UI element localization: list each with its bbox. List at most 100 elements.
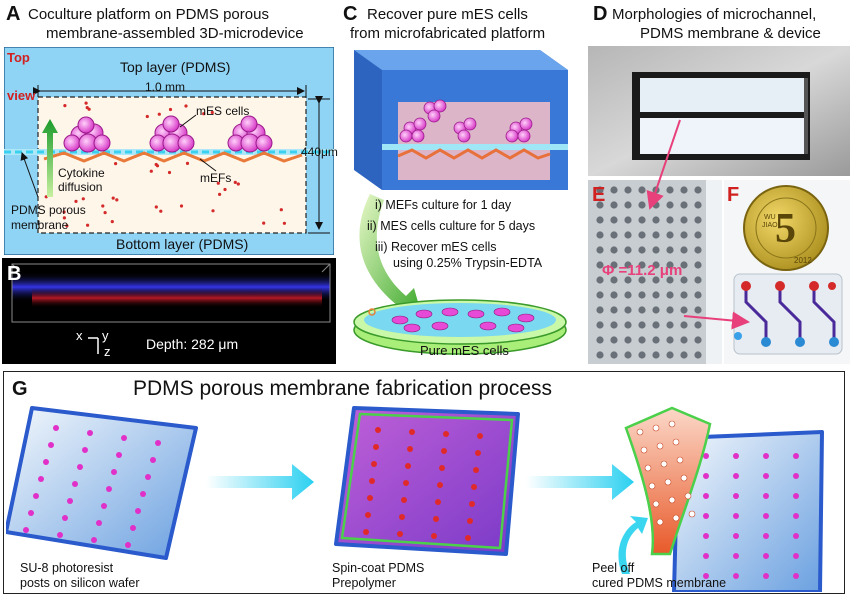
membrane-pore (610, 201, 618, 209)
axis-y-label: y (102, 328, 109, 343)
membrane-pore (694, 261, 702, 269)
membrane-pore (684, 492, 692, 500)
membrane-pore (680, 291, 688, 299)
photoresist-post (733, 513, 739, 519)
photoresist-post (763, 553, 769, 559)
pdms-post (363, 529, 369, 535)
membrane-pore (624, 216, 632, 224)
membrane-pore (638, 216, 646, 224)
mes-cells-label: mES cells (196, 104, 250, 118)
membrane-pore (610, 261, 618, 269)
panel-d-microchannel-photo (588, 46, 850, 176)
membrane-pore (596, 216, 604, 224)
membrane-pore (652, 321, 660, 329)
panel-d-title-line1: Morphologies of microchannel, (612, 6, 817, 23)
membrane-pore (638, 201, 646, 209)
panel-a-letter: A (6, 3, 21, 25)
panel-a-coculture-diagram (4, 47, 334, 255)
photoresist-post (703, 553, 709, 559)
cytokine-particle (184, 104, 188, 108)
membrane-pore (610, 336, 618, 344)
photoresist-post (793, 513, 799, 519)
cytokine-particle (65, 224, 69, 228)
membrane-pore (666, 186, 674, 194)
cytokine-particle (168, 107, 173, 112)
pdms-post (403, 480, 409, 486)
membrane-pore (636, 428, 644, 436)
coin-year: 2012 (794, 256, 812, 265)
photoresist-post (96, 520, 102, 526)
mes-cell-cluster-2 (149, 115, 195, 153)
membrane-pore (680, 246, 688, 254)
cytokine-particle (62, 216, 66, 220)
cytokine-particle (62, 210, 66, 214)
membrane-pore (652, 186, 660, 194)
photoresist-post (733, 573, 739, 579)
cytokine-particle (149, 169, 153, 173)
pdms-post (475, 450, 481, 456)
membrane-pore (652, 336, 660, 344)
membrane-pore (694, 321, 702, 329)
membrane-pore (652, 216, 660, 224)
pdms-post (435, 499, 441, 505)
coin-text-1: WU (764, 214, 776, 221)
top-view-label-2: view (7, 88, 36, 103)
photoresist-post (763, 513, 769, 519)
panel-g-fabrication-diagram (6, 406, 824, 592)
photoresist-post (91, 537, 97, 543)
cytokine-particle (84, 101, 88, 105)
membrane-pore (676, 456, 684, 464)
membrane-pore (624, 336, 632, 344)
photoresist-post (87, 430, 93, 436)
panel-g-title: PDMS porous membrane fabrication process (133, 377, 553, 400)
photoresist-post (733, 473, 739, 479)
panel-f-letter: F (727, 184, 740, 206)
photoresist-post (116, 452, 122, 458)
cytokine-particle (262, 221, 266, 225)
membrane-pore (610, 306, 618, 314)
photoresist-post (793, 493, 799, 499)
mes-cell-cluster-1 (63, 116, 111, 153)
membrane-pore (680, 201, 688, 209)
cytokine-particle (111, 196, 115, 200)
membrane-pore (666, 276, 674, 284)
axis-x-label: x (76, 328, 83, 343)
membrane-pore (652, 231, 660, 239)
step2-line1: Spin-coat PDMS (332, 561, 425, 575)
pdms-post (469, 501, 475, 507)
membrane-pore (610, 321, 618, 329)
pdms-post (373, 444, 379, 450)
membrane-pore (638, 336, 646, 344)
membrane-pore (596, 336, 604, 344)
panel-d-letter: D (593, 3, 608, 25)
pdms-post (375, 427, 381, 433)
step1-label: i) MEFs culture for 1 day (375, 198, 512, 212)
membrane-pore (666, 216, 674, 224)
panel-d-title-line2: PDMS membrane & device (640, 25, 821, 42)
cytokine-particle (216, 181, 220, 185)
pdms-post (443, 431, 449, 437)
photoresist-post (763, 573, 769, 579)
membrane-pore (638, 231, 646, 239)
mefs-label: mEFs (200, 171, 232, 185)
photoresist-post (33, 493, 39, 499)
photoresist-post (733, 533, 739, 539)
photoresist-post (48, 442, 54, 448)
membrane-pore (652, 500, 660, 508)
peel-arrow (618, 516, 648, 574)
pdms-post (439, 465, 445, 471)
membrane-pore (624, 231, 632, 239)
panel-g-letter: G (12, 378, 28, 400)
photoresist-post (793, 473, 799, 479)
mef-layer (43, 151, 303, 163)
membrane-pore (680, 336, 688, 344)
membrane-pore (596, 186, 604, 194)
membrane-pore (672, 514, 680, 522)
cytokine-particle (185, 161, 190, 165)
photoresist-post (703, 573, 709, 579)
photoresist-post (733, 553, 739, 559)
cytokine-particle (223, 187, 227, 192)
membrane-pore (666, 231, 674, 239)
photoresist-post (763, 493, 769, 499)
photoresist-post (62, 515, 68, 521)
